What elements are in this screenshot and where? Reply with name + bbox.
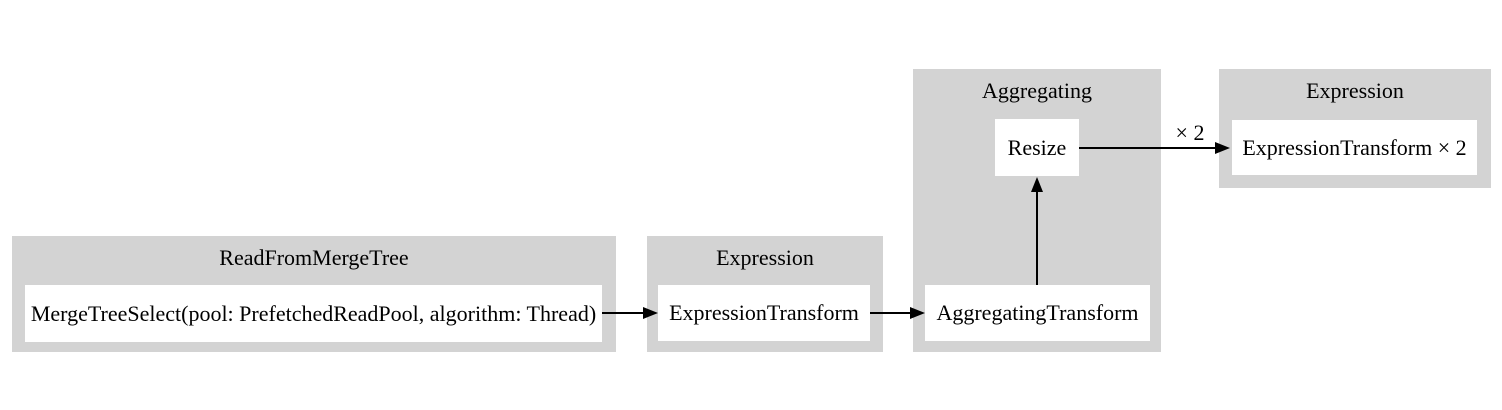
edge-line — [1036, 190, 1038, 285]
cluster-title-aggregating: Aggregating — [982, 77, 1092, 103]
edge-line — [602, 312, 645, 314]
cluster-expression-1: Expression ExpressionTransform — [647, 236, 883, 352]
cluster-title-expression-2: Expression — [1306, 77, 1404, 103]
node-aggregating-transform: AggregatingTransform — [925, 285, 1150, 341]
cluster-read-from-merge-tree: ReadFromMergeTree MergeTreeSelect(pool: … — [12, 236, 616, 352]
cluster-title-read-from-merge-tree: ReadFromMergeTree — [219, 244, 409, 270]
arrowhead-up-icon — [1031, 177, 1043, 192]
cluster-title-expression-1: Expression — [716, 244, 814, 270]
arrowhead-right-icon — [1215, 142, 1230, 154]
edge-line — [870, 312, 911, 314]
node-resize: Resize — [995, 119, 1079, 176]
arrowhead-right-icon — [910, 307, 925, 319]
edge-label-x2: × 2 — [1175, 120, 1205, 145]
cluster-expression-2: Expression ExpressionTransform × 2 — [1219, 69, 1491, 188]
node-expression-transform: ExpressionTransform — [658, 285, 870, 341]
node-expression-transform-x2: ExpressionTransform × 2 — [1232, 120, 1477, 175]
edge-line — [1079, 147, 1219, 149]
node-merge-tree-select: MergeTreeSelect(pool: PrefetchedReadPool… — [25, 285, 602, 342]
cluster-aggregating: Aggregating Resize AggregatingTransform — [913, 69, 1161, 352]
arrowhead-right-icon — [643, 307, 658, 319]
